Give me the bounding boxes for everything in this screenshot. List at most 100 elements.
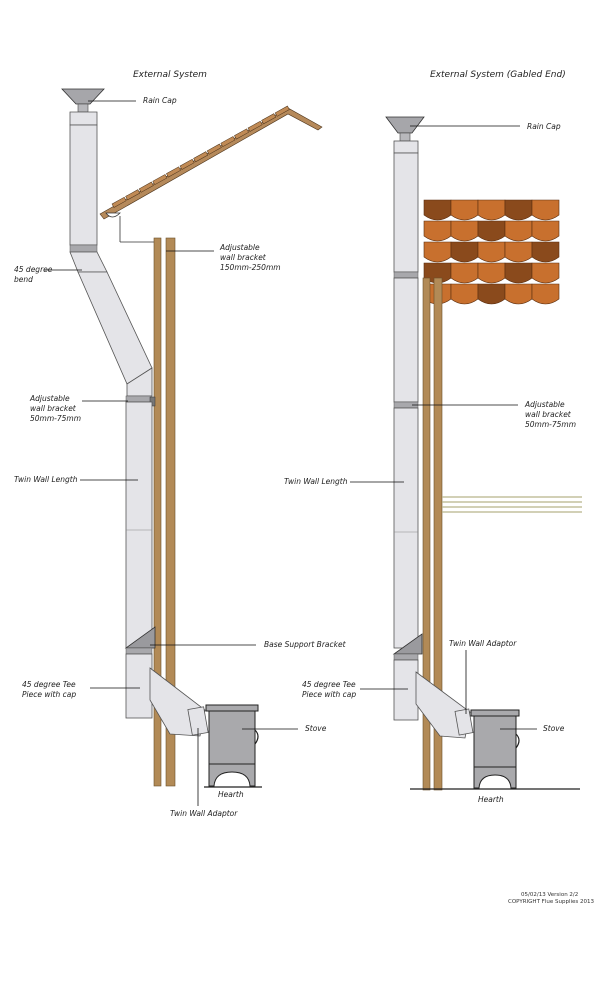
left-roof-tile (234, 128, 249, 140)
right-rain-cap-collar (399, 132, 411, 142)
right-gable-tile (450, 199, 479, 221)
right-wall-timber-front (422, 277, 431, 791)
right-label-wallbr-3: 50mm-75mm (525, 420, 576, 429)
right-pipe-collar (393, 140, 419, 154)
right-twin-wall-adaptor-pipe (454, 708, 474, 736)
right-pipe-band-top (393, 271, 419, 279)
right-tee-piece (393, 659, 419, 721)
left-gutter (105, 212, 121, 218)
right-gable-tile (450, 241, 479, 263)
left-label-twin-wall: Twin Wall Length (14, 475, 78, 484)
right-gable-tile (531, 262, 560, 284)
right-pipe-upper (393, 277, 419, 403)
right-gable-tile (477, 220, 506, 242)
left-twin-wall-length (125, 401, 153, 649)
left-label-stove: Stove (305, 724, 327, 733)
left-label-twin-adaptor: Twin Wall Adaptor (170, 809, 238, 818)
right-rain-cap (385, 116, 425, 134)
right-floor-joist (442, 496, 582, 513)
right-label-stove: Stove (543, 724, 565, 733)
right-gable-tile (450, 283, 479, 305)
left-roof-tile (206, 143, 222, 155)
right-stove-base (473, 766, 517, 789)
right-stove-body (473, 715, 517, 768)
right-gable-tile (531, 199, 560, 221)
left-pipe-band-low (125, 647, 153, 655)
left-tee-piece (125, 653, 153, 719)
right-gable-tile (477, 199, 506, 221)
left-roof (99, 105, 323, 243)
right-stove (470, 709, 520, 789)
left-roof-tile (261, 113, 277, 125)
right-stove-top (470, 709, 520, 717)
left-pipe-top-collar (69, 111, 98, 126)
left-roof-tile (111, 196, 127, 208)
left-stove (205, 704, 259, 787)
left-twin-wall-adaptor-pipe (187, 706, 209, 736)
right-gable-tile (504, 220, 533, 242)
right-label-rain-cap: Rain Cap (527, 122, 561, 131)
left-title: External System (133, 70, 207, 80)
right-wall-timber-back (433, 277, 443, 791)
right-label-tee-2: Piece with cap (302, 690, 356, 699)
left-bend-upper (69, 251, 108, 273)
right-gable-tile (504, 262, 533, 284)
left-pipe-band-mid (125, 395, 153, 403)
left-pipe-band-top (69, 244, 98, 253)
left-roof-tile (152, 174, 168, 186)
left-roof-tile (220, 136, 236, 148)
left-external-system: External System (14, 70, 347, 818)
left-rain-cap (61, 88, 105, 105)
left-label-wallbr-top-1: Adjustable (219, 243, 260, 252)
right-gable-tile (477, 283, 506, 305)
right-gable-tile (423, 241, 452, 263)
left-wall-timber-front (153, 237, 162, 787)
right-label-hearth: Hearth (478, 795, 504, 804)
left-label-base-support: Base Support Bracket (264, 640, 347, 649)
right-pipe-band-low (393, 653, 419, 661)
right-gable-tile (504, 283, 533, 305)
right-label-wallbr-2: wall bracket (525, 410, 572, 419)
left-pipe-top (69, 124, 98, 246)
right-label-twin-adaptor: Twin Wall Adaptor (449, 639, 517, 648)
right-gable-tile (504, 241, 533, 263)
footer-copyright: COPYRIGHT Flue Supplies 2013 (508, 899, 594, 905)
footer-version: 05/02/13 Version 2/2 (521, 892, 578, 898)
left-label-wallbr-top-2: wall bracket (220, 253, 267, 262)
left-wall-timber-back (165, 237, 176, 787)
right-gable-tile (423, 220, 452, 242)
right-pipe-top (393, 152, 419, 273)
right-gable-tile (531, 220, 560, 242)
left-roof-tile (247, 120, 263, 132)
right-external-system-gabled: External System (Gabled End) (284, 70, 582, 804)
right-title: External System (Gabled End) (430, 70, 566, 80)
right-gable-tile (423, 199, 452, 221)
left-roof-rafter (99, 107, 323, 220)
right-label-tee-1: 45 degree Tee (302, 680, 356, 689)
left-roof-tile (193, 151, 209, 163)
left-label-tee-1: 45 degree Tee (22, 680, 76, 689)
left-roof-tile (138, 181, 154, 193)
left-label-bend-1: 45 degree (14, 265, 53, 274)
right-gable-tile (531, 283, 560, 305)
left-stove-top (205, 704, 259, 712)
left-label-hearth: Hearth (218, 790, 244, 799)
left-roof-tile (179, 158, 195, 170)
left-label-bend-2: bend (14, 275, 33, 284)
left-label-wallbr-top-3: 150mm-250mm (220, 263, 281, 272)
right-gable-tiles (423, 199, 560, 305)
right-gable-tile (504, 199, 533, 221)
left-label-rain-cap: Rain Cap (143, 96, 177, 105)
left-label-wallbr-mid-2: wall bracket (30, 404, 77, 413)
left-bend-pipe (77, 271, 153, 385)
left-roof-tile (166, 166, 181, 178)
left-label-tee-2: Piece with cap (22, 690, 76, 699)
right-stove-handle (515, 733, 520, 749)
left-stove-base (208, 763, 256, 787)
left-roof-tile (274, 105, 290, 117)
right-gable-tile (531, 241, 560, 263)
left-roof-tiles (111, 105, 290, 208)
left-roof-tile (125, 189, 141, 201)
right-gable-tile (450, 220, 479, 242)
